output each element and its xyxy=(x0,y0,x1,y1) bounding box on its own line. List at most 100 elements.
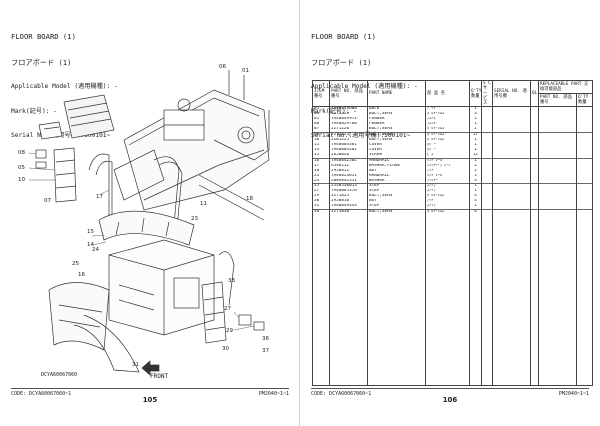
cell-empty xyxy=(575,163,594,169)
diagram-code: DCYA60067060 xyxy=(41,372,78,378)
left-applicable-model: Applicable Model (適用機種): - xyxy=(11,83,118,91)
svg-text:38: 38 xyxy=(228,278,235,284)
cell-empty xyxy=(575,142,594,148)
right-page-number: 106 xyxy=(442,396,458,404)
svg-text:23: 23 xyxy=(191,216,198,222)
col-qty: Q'TY 数量 xyxy=(469,80,482,107)
cell-empty xyxy=(538,215,577,387)
cell-empty xyxy=(575,168,594,174)
front-arrow-icon xyxy=(141,360,160,376)
svg-text:30: 30 xyxy=(222,346,229,352)
left-footer-ref: PMJ040~1~1 xyxy=(258,391,289,397)
chassis-frame xyxy=(113,70,270,221)
svg-text:17: 17 xyxy=(96,194,103,200)
svg-text:10: 10 xyxy=(18,177,25,183)
cell-empty xyxy=(575,199,594,205)
svg-text:27: 27 xyxy=(224,306,231,312)
fender-part xyxy=(98,210,195,246)
col-sc: S C サービス xyxy=(481,80,493,107)
col-rp-part-no: PART NO. 部品番号 xyxy=(538,93,577,107)
cell-empty xyxy=(575,173,594,179)
col-item: ITEM 番号 xyxy=(312,80,330,107)
left-footer-code: CODE: DCYA60067060~1 xyxy=(11,391,72,397)
col-part-name: PART NAME xyxy=(367,80,426,107)
cell-empty xyxy=(575,111,594,117)
leader-lines xyxy=(28,152,255,331)
deck-part xyxy=(38,94,115,140)
right-footer-code: CODE: DCYA60067060~1 xyxy=(311,391,372,397)
step-ladder-right xyxy=(201,251,265,344)
col-ql: QL xyxy=(530,80,539,107)
svg-text:11: 11 xyxy=(200,201,207,207)
svg-text:08: 08 xyxy=(18,150,25,156)
right-footer-ref: PMJ040~1~1 xyxy=(558,391,589,397)
cell-empty xyxy=(575,157,594,164)
left-mark: Mark(記号): - xyxy=(11,107,57,115)
lower-frame xyxy=(108,239,215,336)
cell-empty xyxy=(575,204,594,210)
right-footer: CODE: DCYA60067060~1 PMJ040~1~1 xyxy=(311,388,589,397)
svg-text:14: 14 xyxy=(87,242,94,248)
svg-text:15: 15 xyxy=(87,229,94,235)
left-page: FLOOR BOARD (1) フロアボード (1) Applicable Mo… xyxy=(11,0,300,426)
svg-text:36: 36 xyxy=(262,336,269,342)
cell-empty xyxy=(575,126,594,133)
step-ladder-left xyxy=(35,147,77,203)
cell-empty xyxy=(575,106,594,112)
cell-empty xyxy=(481,215,493,387)
left-page-number: 105 xyxy=(142,396,158,404)
svg-text:29: 29 xyxy=(226,328,233,334)
svg-text:24: 24 xyxy=(92,247,99,253)
cell-empty xyxy=(312,215,330,387)
right-title-jp: フロアボード (1) xyxy=(311,57,372,67)
cell-empty xyxy=(575,147,594,153)
parts-table-body: 01YA40049600DECKﾃﾞｯｷ103J271225BOLT;SEMSﾎ… xyxy=(312,106,594,387)
cell-empty xyxy=(575,183,594,190)
svg-text:07: 07 xyxy=(44,198,51,204)
col-serial-no: SERIAL NO. 適用号機 xyxy=(492,80,531,107)
cell-empty xyxy=(575,215,594,387)
col-part-no: PART NO. 部品番号 xyxy=(329,80,368,107)
cell-empty xyxy=(575,209,594,216)
svg-text:05: 05 xyxy=(18,165,25,171)
svg-text:18: 18 xyxy=(246,196,253,202)
cell-empty xyxy=(425,215,470,387)
svg-text:01: 01 xyxy=(242,68,249,74)
cell-empty xyxy=(575,121,594,127)
cell-empty xyxy=(329,215,368,387)
cell-empty xyxy=(575,137,594,143)
col-replaceable: REPLACEABLE PART 交換可能部品 xyxy=(537,80,594,94)
exploded-parts-diagram: 08 05 10 07 17 15 14 25 16 24 06 01 11 2… xyxy=(18,64,270,376)
cell-empty xyxy=(575,131,594,138)
front-label: FRONT xyxy=(150,373,169,380)
cell-empty xyxy=(575,152,594,159)
cell-empty xyxy=(575,189,594,195)
left-title-jp: フロアボード (1) xyxy=(11,57,72,67)
col-name-jp: 部 品 名 xyxy=(425,80,470,107)
table-filler-row xyxy=(312,215,594,387)
right-title: FLOOR BOARD (1) xyxy=(311,32,376,42)
cell-empty xyxy=(575,178,594,184)
svg-text:25: 25 xyxy=(72,261,79,267)
lower-step-fender xyxy=(48,282,140,373)
svg-text:06: 06 xyxy=(219,64,226,70)
left-footer: CODE: DCYA60067060~1 PMJ040~1~1 xyxy=(11,388,289,397)
cell-empty xyxy=(575,116,594,122)
